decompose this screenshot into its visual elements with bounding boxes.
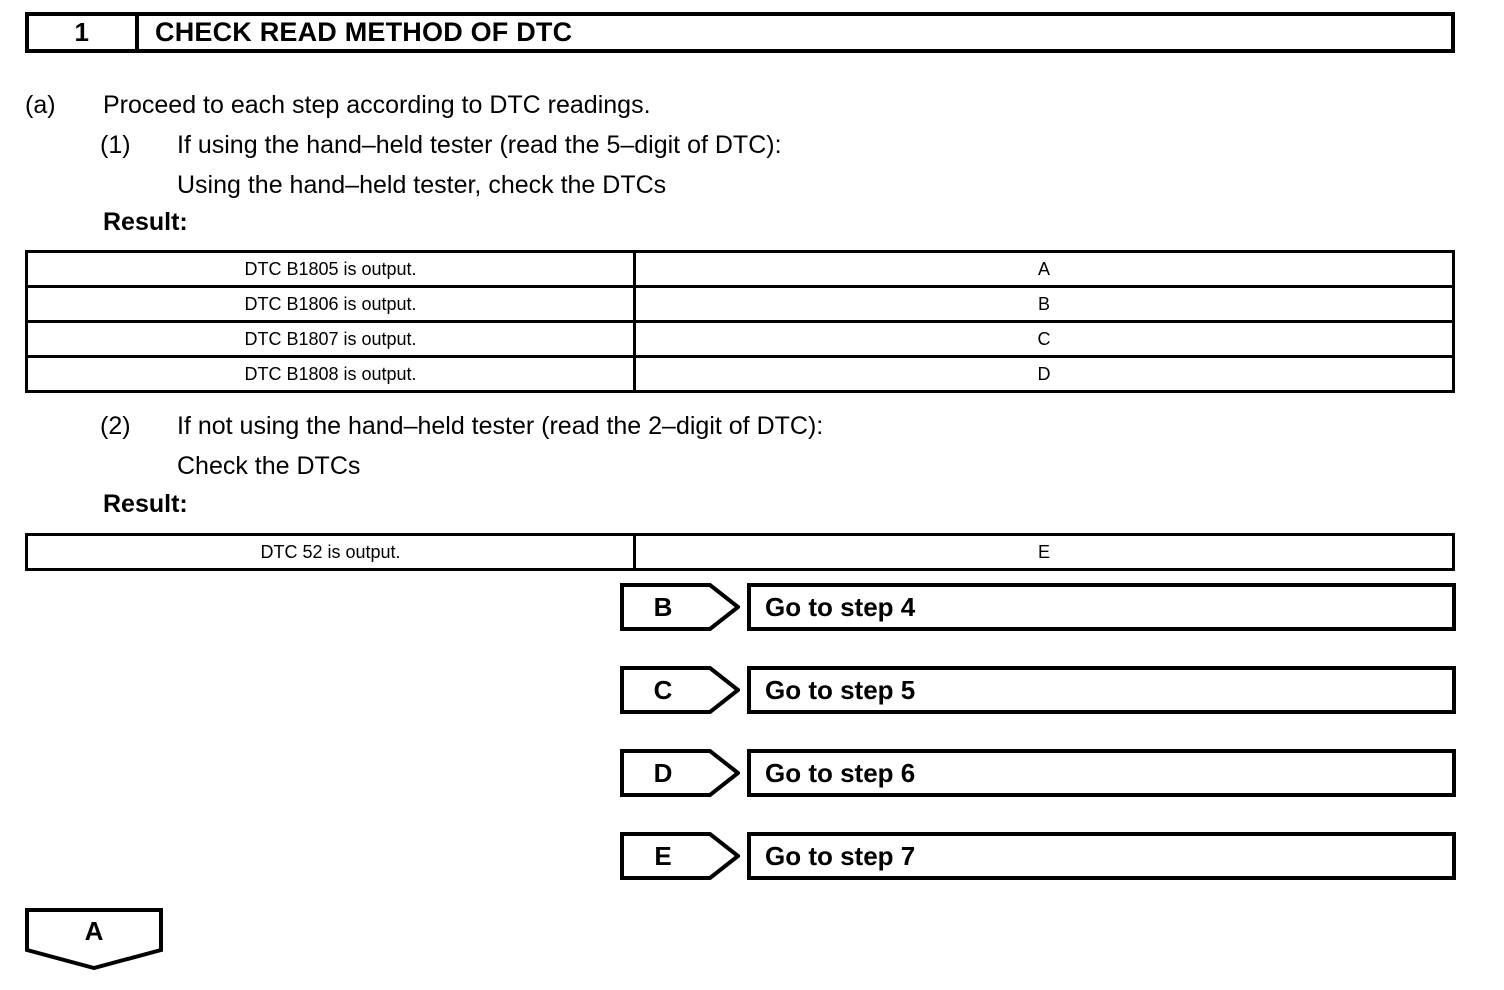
instruction-1: (1) If using the hand–held tester (read … bbox=[100, 125, 782, 165]
result-cell: E bbox=[633, 533, 1455, 571]
instruction-1-sub: Using the hand–held tester, check the DT… bbox=[100, 165, 666, 205]
instruction-2-marker: (2) bbox=[100, 412, 131, 440]
instruction-2-text: If not using the hand–held tester (read … bbox=[177, 412, 824, 440]
goto-row-b: B Go to step 4 bbox=[620, 583, 1456, 631]
pennant-c: C bbox=[620, 666, 740, 714]
goto-row-d: D Go to step 6 bbox=[620, 749, 1456, 797]
result-cell: A bbox=[633, 250, 1455, 288]
condition-cell: DTC 52 is output. bbox=[25, 533, 636, 571]
goto-action-box[interactable]: Go to step 6 bbox=[747, 749, 1456, 797]
instruction-2: (2) If not using the hand–held tester (r… bbox=[100, 406, 823, 446]
goto-action-box[interactable]: Go to step 4 bbox=[747, 583, 1456, 631]
table-row: DTC B1806 is output. B bbox=[25, 285, 1455, 323]
pennant-label: E bbox=[654, 840, 672, 871]
table-row: DTC 52 is output. E bbox=[25, 533, 1455, 571]
result-table-1: DTC B1805 is output. A DTC B1806 is outp… bbox=[25, 250, 1455, 393]
instruction-1-text: If using the hand–held tester (read the … bbox=[177, 131, 782, 159]
pennant-down-icon bbox=[25, 908, 163, 970]
step-header: 1 CHECK READ METHOD OF DTC bbox=[25, 12, 1455, 53]
result-cell: B bbox=[633, 285, 1455, 323]
instruction-2-sub-text: Check the DTCs bbox=[177, 452, 361, 480]
table-row: DTC B1808 is output. D bbox=[25, 355, 1455, 393]
instruction-1-sub-text: Using the hand–held tester, check the DT… bbox=[177, 171, 667, 199]
result-label-2: Result: bbox=[103, 490, 188, 518]
instruction-a-marker: (a) bbox=[25, 91, 56, 119]
pennant-right-icon bbox=[620, 832, 740, 880]
instruction-a: (a) Proceed to each step according to DT… bbox=[25, 85, 651, 125]
step-title: CHECK READ METHOD OF DTC bbox=[155, 17, 573, 47]
goto-action-box[interactable]: Go to step 7 bbox=[747, 832, 1456, 880]
result-cell: C bbox=[633, 320, 1455, 358]
pennant-label: C bbox=[653, 674, 673, 705]
pennant-right-icon bbox=[620, 583, 740, 631]
pennant-label: A bbox=[84, 915, 104, 946]
step-number: 1 bbox=[29, 16, 139, 49]
condition-cell: DTC B1807 is output. bbox=[25, 320, 636, 358]
table-row: DTC B1807 is output. C bbox=[25, 320, 1455, 358]
goto-action-box[interactable]: Go to step 5 bbox=[747, 666, 1456, 714]
result-table-2: DTC 52 is output. E bbox=[25, 533, 1455, 571]
pennant-right-icon bbox=[620, 666, 740, 714]
condition-cell: DTC B1808 is output. bbox=[25, 355, 636, 393]
pennant-a-continue: A bbox=[25, 908, 163, 970]
pennant-label: B bbox=[653, 591, 673, 622]
condition-cell: DTC B1805 is output. bbox=[25, 250, 636, 288]
pennant-b: B bbox=[620, 583, 740, 631]
result-label-1: Result: bbox=[103, 208, 188, 236]
pennant-e: E bbox=[620, 832, 740, 880]
instruction-1-marker: (1) bbox=[100, 131, 131, 159]
condition-cell: DTC B1806 is output. bbox=[25, 285, 636, 323]
pennant-label: D bbox=[653, 757, 673, 788]
goto-row-c: C Go to step 5 bbox=[620, 666, 1456, 714]
pennant-d: D bbox=[620, 749, 740, 797]
instruction-2-sub: Check the DTCs bbox=[100, 446, 360, 486]
table-row: DTC B1805 is output. A bbox=[25, 250, 1455, 288]
result-cell: D bbox=[633, 355, 1455, 393]
goto-row-e: E Go to step 7 bbox=[620, 832, 1456, 880]
instruction-a-text: Proceed to each step according to DTC re… bbox=[103, 91, 651, 119]
pennant-right-icon bbox=[620, 749, 740, 797]
